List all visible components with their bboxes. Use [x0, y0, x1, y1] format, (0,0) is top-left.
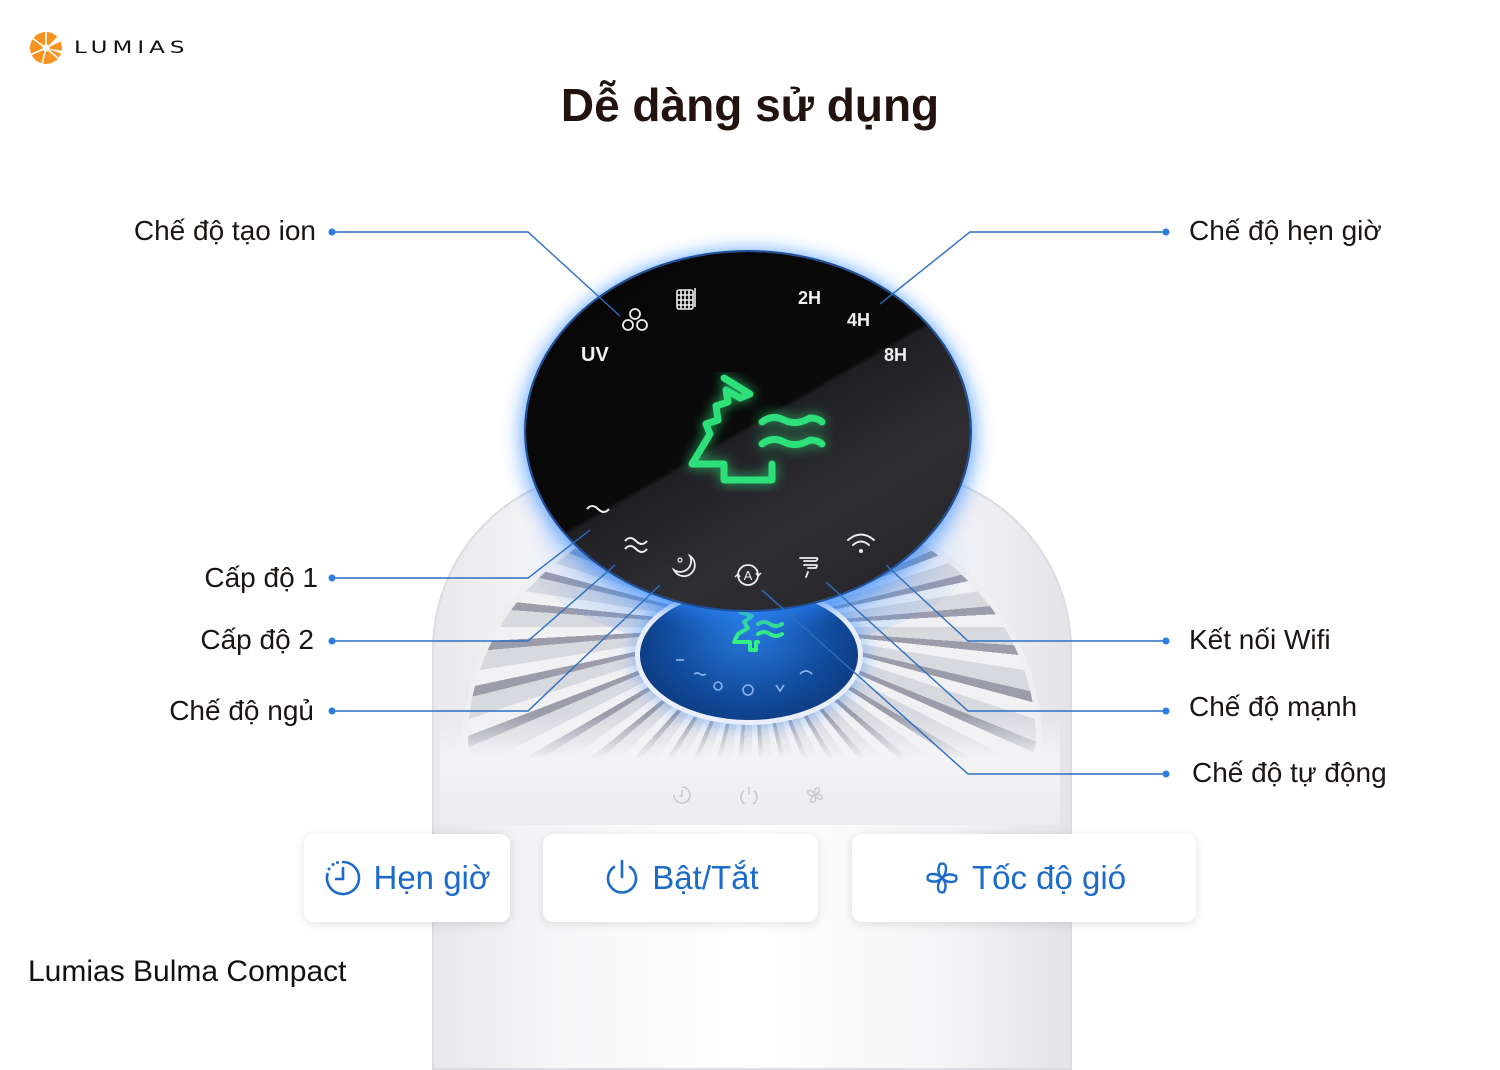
callout-line-ion: [332, 231, 621, 317]
callout-sleep-mode: Chế độ ngủ: [169, 695, 314, 726]
callout-line-turbo: [825, 581, 1166, 712]
uv-label[interactable]: UV: [581, 344, 609, 366]
callout-dot: [328, 707, 336, 715]
fan-speed-button[interactable]: Tốc độ gió: [852, 834, 1196, 922]
device-base: [440, 715, 1060, 825]
callout-level-2: Cấp độ 2: [200, 624, 314, 655]
callout-dot: [328, 574, 336, 582]
callout-line-wifi: [885, 564, 1166, 642]
ion-icon[interactable]: [620, 306, 650, 334]
timer-button-label: Hẹn giờ: [373, 859, 491, 896]
callout-dot: [1162, 228, 1170, 236]
callout-timer-mode: Chế độ hẹn giờ: [1189, 215, 1382, 246]
timer-icon: [326, 860, 361, 896]
brand-logo: LUMIAS: [28, 30, 189, 66]
device-mini-display: [640, 590, 858, 720]
fan-speed-button-label: Tốc độ gió: [971, 859, 1127, 896]
sleep-moon-icon[interactable]: [670, 552, 702, 582]
callout-auto-mode: Chế độ tự động: [1192, 757, 1387, 788]
power-icon: [607, 859, 638, 894]
mini-tree-wind-icon: [732, 610, 784, 652]
turbo-tornado-icon[interactable]: [796, 552, 822, 582]
level-1-wave-icon[interactable]: [584, 500, 612, 516]
device-timer-touch-icon: [673, 786, 691, 804]
timer-button[interactable]: Hẹn giờ: [304, 834, 510, 922]
level-2-wave-icon[interactable]: [622, 534, 650, 556]
callout-line-sleep: [332, 584, 661, 712]
callout-line-level-1: [332, 529, 591, 579]
wifi-icon[interactable]: [844, 530, 878, 556]
callout-line-auto: [761, 589, 1166, 775]
timer-2h-label[interactable]: 2H: [798, 288, 822, 308]
callout-line-level-2: [332, 564, 616, 642]
callout-wifi: Kết nối Wifi: [1189, 624, 1331, 655]
callout-level-1: Cấp độ 1: [204, 562, 318, 593]
callout-dot: [1162, 770, 1170, 778]
tree-wind-icon: [688, 374, 826, 484]
callout-lines: [328, 228, 1170, 778]
timer-8h-label[interactable]: 8H: [884, 345, 908, 365]
product-name: Lumias Bulma Compact: [28, 955, 347, 988]
device-power-touch-icon: [740, 787, 758, 804]
callout-turbo-mode: Chế độ mạnh: [1189, 691, 1358, 722]
power-button[interactable]: Bật/Tắt: [543, 834, 818, 922]
brand-name: LUMIAS: [74, 38, 190, 58]
device-fan-touch-icon: [807, 787, 823, 803]
control-display: UV 2H 4H 8H: [526, 252, 970, 610]
callout-dot: [328, 637, 336, 645]
filter-grid-icon[interactable]: [674, 286, 698, 312]
sun-logo-icon: [29, 31, 62, 66]
fan-icon: [926, 862, 958, 894]
callout-dot: [328, 228, 336, 236]
callout-line-timer: [879, 231, 1166, 305]
power-button-label: Bật/Tắt: [652, 859, 759, 896]
callout-dot: [1162, 707, 1170, 715]
auto-mode-icon[interactable]: A: [732, 560, 764, 590]
timer-4h-label[interactable]: 4H: [847, 310, 871, 330]
svg-text:A: A: [744, 568, 753, 583]
callout-ion-mode: Chế độ tạo ion: [133, 215, 316, 246]
callout-dot: [1162, 637, 1170, 645]
page-title: Dễ dàng sử dụng: [560, 79, 940, 131]
